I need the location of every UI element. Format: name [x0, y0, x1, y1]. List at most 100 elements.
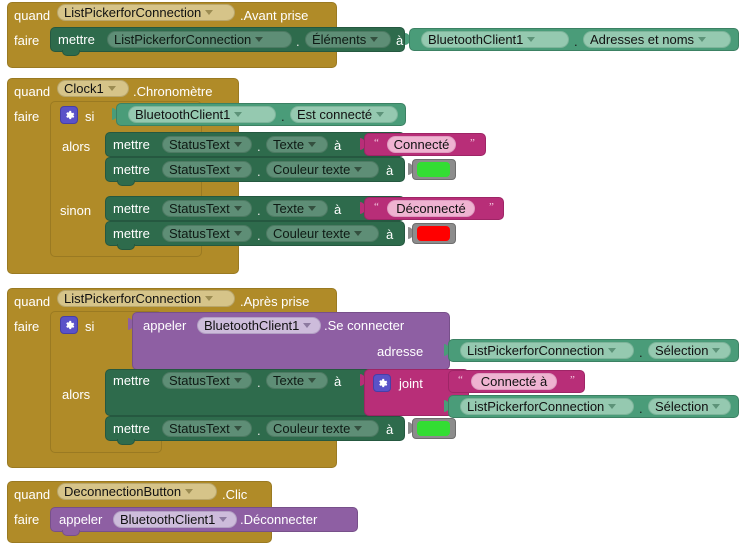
chevron-down-icon [233, 231, 242, 236]
close-quote-glyph: ” [470, 137, 475, 149]
mutator-gear-icon-2[interactable] [60, 106, 78, 124]
member-dot-10: . [639, 401, 643, 416]
block-notch [62, 530, 80, 536]
event-component-dropdown-2[interactable]: Clock1 [57, 80, 129, 97]
event-name-label-4: .Clic [222, 487, 248, 502]
text-value-field-connecte[interactable]: Connecté [387, 136, 456, 153]
setter-property-dropdown-3b[interactable]: Couleur texte [266, 420, 379, 437]
color-swatch-green-1[interactable] [417, 162, 450, 177]
getter-property-dropdown-3[interactable]: Sélection [648, 342, 731, 359]
setter-property-dropdown-3a[interactable]: Texte [266, 372, 328, 389]
text-value-connecte-a: Connecté à [480, 374, 548, 389]
block-notch [117, 180, 135, 186]
setter-component-dropdown-2d[interactable]: StatusText [162, 225, 252, 242]
color-swatch-green-2[interactable] [417, 421, 450, 436]
setter-property-name-2d: Couleur texte [273, 226, 351, 241]
text-value-deconnecte: Déconnecté [396, 201, 466, 216]
mutator-gear-icon-join[interactable] [373, 374, 391, 392]
when-keyword-2: quand [14, 84, 51, 99]
chevron-down-icon [205, 10, 214, 15]
setter-component-name-3b: StatusText [169, 421, 230, 436]
getter-component-name-1: BluetoothClient1 [428, 32, 524, 47]
set-keyword-2d: mettre [113, 226, 150, 241]
member-dot-11: . [257, 423, 261, 438]
if-keyword-3: si [85, 319, 95, 334]
value-socket [405, 33, 410, 45]
chevron-down-icon [527, 37, 536, 42]
event-component-dropdown-3[interactable]: ListPickerforConnection [57, 290, 235, 307]
getter-component-dropdown-2[interactable]: BluetoothClient1 [128, 106, 276, 123]
getter-property-dropdown-1[interactable]: Adresses et noms [583, 31, 731, 48]
chevron-down-icon [608, 348, 617, 353]
set-keyword-2a: mettre [113, 137, 150, 152]
setter-component-name-2b: StatusText [169, 162, 230, 177]
event-component-name-3: ListPickerforConnection [64, 291, 202, 306]
setter-property-dropdown-2c[interactable]: Texte [266, 200, 328, 217]
event-name-label-2: .Chronomètre [133, 84, 213, 99]
call-arg-label-3: adresse [377, 344, 424, 359]
setter-component-dropdown-3b[interactable]: StatusText [162, 420, 252, 437]
open-quote-glyph: “ [458, 374, 463, 386]
do-keyword-1: faire [14, 33, 40, 48]
setter-component-dropdown-2c[interactable]: StatusText [162, 200, 252, 217]
setter-component-name-2c: StatusText [169, 201, 230, 216]
to-keyword-2b: à [386, 163, 394, 178]
setter-block-2a[interactable] [105, 132, 405, 157]
setter-component-name-2a: StatusText [169, 137, 230, 152]
getter-component-dropdown-4[interactable]: ListPickerforConnection [460, 398, 634, 415]
else-keyword-2: sinon [60, 203, 92, 218]
when-keyword-1: quand [14, 8, 51, 23]
open-quote-glyph: “ [374, 201, 379, 213]
setter-component-name-1: ListPickerforConnection [114, 32, 252, 47]
event-component-dropdown-4[interactable]: DeconnectionButton [57, 483, 217, 500]
chevron-down-icon [107, 86, 116, 91]
mutator-gear-icon-3[interactable] [60, 316, 78, 334]
to-keyword-3b: à [386, 422, 394, 437]
setter-property-dropdown-2b[interactable]: Couleur texte [266, 161, 379, 178]
getter-property-dropdown-4[interactable]: Sélection [648, 398, 731, 415]
member-dot-1: . [296, 34, 300, 49]
chevron-down-icon [354, 426, 363, 431]
getter-component-name-3: ListPickerforConnection [467, 343, 605, 358]
getter-component-dropdown-1[interactable]: BluetoothClient1 [421, 31, 569, 48]
text-value-connecte: Connecté [393, 137, 450, 152]
getter-component-dropdown-3[interactable]: ListPickerforConnection [460, 342, 634, 359]
text-value-field-deconnecte[interactable]: Déconnecté [387, 200, 475, 217]
setter-property-dropdown-2d[interactable]: Couleur texte [266, 225, 379, 242]
color-swatch-red-1[interactable] [417, 226, 450, 241]
call-method-label-3: .Se connecter [324, 318, 405, 333]
setter-property-dropdown-2a[interactable]: Texte [266, 136, 328, 153]
to-keyword-2d: à [386, 227, 394, 242]
setter-block-2c[interactable] [105, 196, 405, 221]
chevron-down-icon [698, 37, 707, 42]
when-keyword-4: quand [14, 487, 51, 502]
getter-property-name-3: Sélection [655, 343, 709, 358]
text-value-field-connecte-a[interactable]: Connecté à [471, 373, 557, 390]
member-dot-7: . [257, 228, 261, 243]
set-keyword-3a: mettre [113, 373, 150, 388]
set-keyword-1: mettre [58, 32, 95, 47]
setter-component-dropdown-1[interactable]: ListPickerforConnection [107, 31, 292, 48]
setter-property-name-3a: Texte [273, 373, 305, 388]
call-component-dropdown-4[interactable]: BluetoothClient1 [113, 511, 237, 528]
setter-component-dropdown-2a[interactable]: StatusText [162, 136, 252, 153]
setter-component-dropdown-3a[interactable]: StatusText [162, 372, 252, 389]
setter-component-name-2d: StatusText [169, 226, 230, 241]
event-component-name-1: ListPickerforConnection [64, 5, 202, 20]
set-keyword-2c: mettre [113, 201, 150, 216]
event-component-dropdown-1[interactable]: ListPickerforConnection [57, 4, 235, 21]
value-socket [360, 138, 365, 150]
getter-property-dropdown-2[interactable]: Est connecté [290, 106, 398, 123]
close-quote-glyph: ” [489, 201, 494, 213]
call-component-dropdown-3[interactable]: BluetoothClient1 [197, 317, 321, 334]
member-dot-3: . [281, 109, 285, 124]
setter-property-dropdown-1[interactable]: Éléments [305, 31, 391, 48]
then-keyword-2: alors [62, 139, 91, 154]
setter-property-name-2b: Couleur texte [273, 162, 351, 177]
when-keyword-3: quand [14, 294, 51, 309]
condition-socket-3 [128, 318, 133, 330]
set-keyword-2b: mettre [113, 162, 150, 177]
chevron-down-icon [308, 206, 317, 211]
setter-component-dropdown-2b[interactable]: StatusText [162, 161, 252, 178]
